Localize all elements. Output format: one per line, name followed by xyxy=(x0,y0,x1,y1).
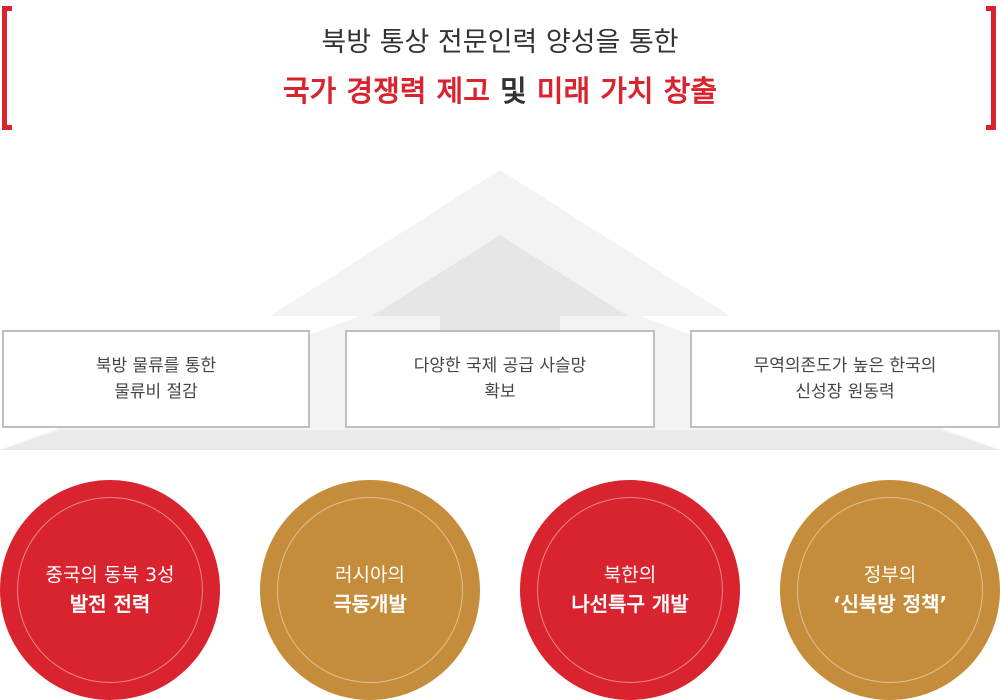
driver-circle-4-line1: 정부의 xyxy=(863,564,917,586)
circle-ring xyxy=(17,497,203,683)
driver-circle-2-line2: 극동개발 xyxy=(333,592,407,616)
left-bracket xyxy=(2,6,12,130)
benefit-box-1: 북방 물류를 통한 물류비 절감 xyxy=(2,330,310,428)
headline-connector: 및 xyxy=(489,74,537,108)
right-bracket xyxy=(986,6,996,130)
driver-circle-3-line1: 북한의 xyxy=(603,564,657,586)
driver-circle-1-line1: 중국의 동북 3성 xyxy=(45,564,175,586)
driver-circle-1-line2: 발전 전력 xyxy=(69,592,151,616)
headline-line2: 국가 경쟁력 제고 및 미래 가치 창출 xyxy=(0,68,1000,110)
driver-circle-4-line2: ‘신북방 정책’ xyxy=(832,592,948,616)
benefit-box-1-line1: 북방 물류를 통한 xyxy=(95,356,217,376)
benefit-box-2-line1: 다양한 국제 공급 사슬망 xyxy=(413,356,587,376)
circle-ring xyxy=(797,497,983,683)
headline-highlight-2: 미래 가치 창출 xyxy=(536,74,718,108)
driver-circle-2-line1: 러시아의 xyxy=(335,564,405,586)
benefit-box-3-line2: 신성장 원동력 xyxy=(795,382,895,402)
benefit-box-3: 무역의존도가 높은 한국의 신성장 원동력 xyxy=(690,330,1000,428)
benefit-box-1-line2: 물류비 절감 xyxy=(114,382,198,402)
driver-circle-1: 중국의 동북 3성 발전 전력 xyxy=(0,480,220,700)
benefit-box-3-line1: 무역의존도가 높은 한국의 xyxy=(753,356,937,376)
circle-ring xyxy=(277,497,463,683)
arrow-base-band xyxy=(0,430,1000,450)
headline-line1: 북방 통상 전문인력 양성을 통한 xyxy=(321,27,679,58)
driver-circle-4: 정부의 ‘신북방 정책’ xyxy=(780,480,1000,700)
circle-ring xyxy=(537,497,723,683)
benefit-box-2: 다양한 국제 공급 사슬망 확보 xyxy=(345,330,655,428)
benefit-box-2-line2: 확보 xyxy=(484,382,516,402)
headline-highlight-1: 국가 경쟁력 제고 xyxy=(282,74,490,108)
driver-circle-3-line2: 나선특구 개발 xyxy=(571,592,689,616)
driver-circle-3: 북한의 나선특구 개발 xyxy=(520,480,740,700)
driver-circle-2: 러시아의 극동개발 xyxy=(260,480,480,700)
